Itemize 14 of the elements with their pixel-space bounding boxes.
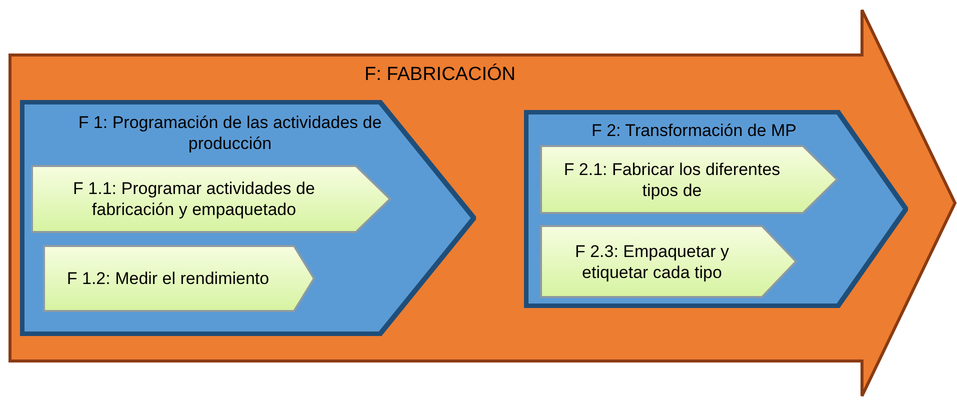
chevron-box (20, 100, 476, 336)
chevron-box (42, 244, 316, 313)
node-label: F 2.3: Empaquetar y etiquetar cada tipo (574, 240, 730, 282)
node-label: F 2.1: Fabricar los diferentes tipos de (562, 158, 782, 200)
node-label: F 2: Transformación de MP (590, 120, 798, 141)
node-label: F: FABRICACIÓN (364, 64, 516, 85)
chevron-box (539, 224, 798, 299)
node-label: F 1: Programación de las actividades de producción (77, 112, 383, 154)
node-label: F 1.2: Medir el rendimiento (66, 268, 270, 289)
chevron-box (524, 110, 908, 308)
chevron-box (30, 164, 392, 234)
chevron-box (539, 144, 839, 215)
node-label: F 1.1: Programar actividades de fabricación y empaquetado (72, 178, 316, 220)
big-arrow-shape (8, 8, 957, 398)
